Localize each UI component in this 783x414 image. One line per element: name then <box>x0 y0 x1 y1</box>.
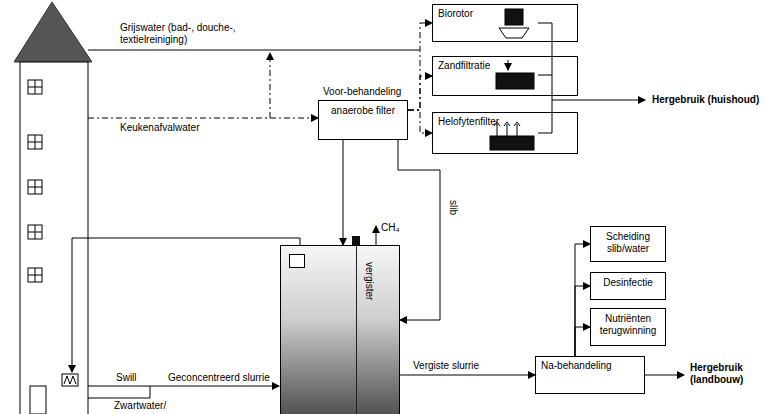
flow-connector <box>398 140 440 320</box>
process-box: Scheiding slib/water <box>590 226 666 262</box>
flow-connector <box>408 23 432 110</box>
process-box: Desinfectie <box>590 272 666 300</box>
posttreatment-box: Na-behandeling <box>535 356 645 394</box>
node-label: anaerobe filter <box>319 101 407 121</box>
node-heading: Voor-behandeling <box>323 86 401 98</box>
filter-box: Biorotor <box>432 4 578 42</box>
flow-label: Grijswater (bad-, douche-, textielreinig… <box>120 22 255 45</box>
flow-connector <box>408 110 432 133</box>
node-label: Biorotor <box>433 5 577 23</box>
mixer-symbol <box>289 254 305 268</box>
node-label: Scheiding slib/water <box>591 227 665 258</box>
node-label: Nutriënten terugwinning <box>591 309 665 340</box>
building <box>14 2 92 414</box>
pretreatment-box: Voor-behandelinganaerobe filter <box>318 100 408 140</box>
flow-connector <box>575 286 590 356</box>
tank-divider <box>356 246 357 414</box>
flow-label: Keukenafvalwater <box>120 122 200 134</box>
gas-label: CH₄ <box>381 222 400 234</box>
node-label: vergister <box>363 262 375 300</box>
flow-connector <box>575 244 590 356</box>
filter-box: Helofytenfilter <box>432 112 578 154</box>
flow-connector <box>400 375 535 376</box>
output-label: Hergebruik (huishoud) <box>652 94 759 106</box>
filter-icons <box>490 9 534 150</box>
flow-label: Geconcentreerd slurrie <box>168 372 270 384</box>
filter-box: Zandfiltratie <box>432 56 578 96</box>
flow-label: Zwartwater/ <box>114 400 166 412</box>
edge-label: Vergiste slurrie <box>412 360 480 372</box>
output-label: Hergebruik (landbouw) <box>690 362 760 385</box>
flow-label: Swill <box>116 372 137 384</box>
digester-tank: vergister <box>280 245 400 414</box>
edge-label: slib <box>446 200 460 215</box>
flow-connector <box>408 76 432 110</box>
flow-connector <box>343 140 344 245</box>
flow-connector <box>575 327 590 356</box>
node-label: Desinfectie <box>591 273 665 293</box>
process-box: Nutriënten terugwinning <box>590 308 666 346</box>
node-label: Na-behandeling <box>536 357 644 375</box>
node-label: Zandfiltratie <box>433 57 577 75</box>
node-label: Helofytenfilter <box>433 113 577 131</box>
gas-outlet <box>352 236 360 245</box>
